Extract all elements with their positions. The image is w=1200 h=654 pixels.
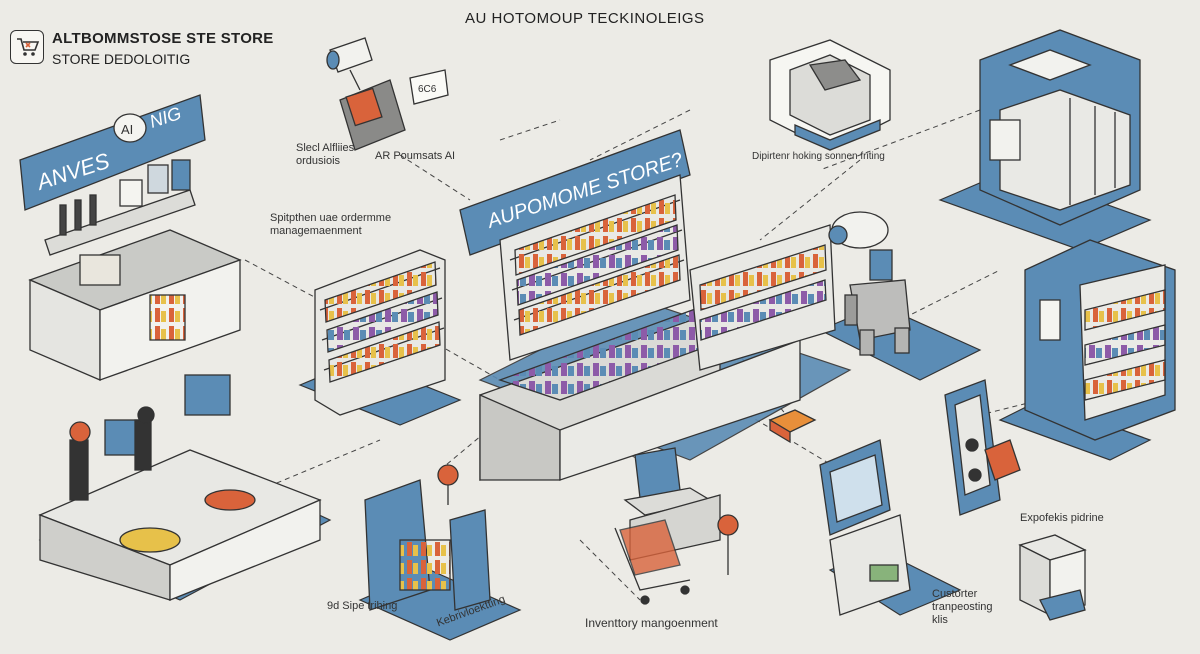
security-camera-icon bbox=[326, 37, 449, 151]
vending-machine-icon bbox=[1024, 239, 1176, 441]
robot-printer bbox=[769, 39, 891, 151]
robot-icon bbox=[828, 211, 911, 356]
camera-display: 6C6 bbox=[418, 84, 437, 95]
expressing-pickup-label: Expofekis pidrine bbox=[1020, 512, 1104, 524]
ar-products-label: AR Poumsats AI bbox=[375, 150, 456, 162]
shelf-management-label: Spitpthen uae ordermme managemaenment bbox=[270, 212, 392, 237]
left-sign-ai: AI bbox=[121, 122, 133, 137]
brand-title: ALTBOMMSTOSE STE STORE bbox=[52, 30, 274, 47]
left-shelf bbox=[314, 249, 446, 416]
package-icon bbox=[768, 409, 817, 444]
center-shelving bbox=[459, 129, 836, 481]
ai-counter bbox=[19, 94, 242, 381]
smart-shelves-label: Slecl Alfliies ordusiois bbox=[296, 142, 355, 167]
right-machine bbox=[979, 29, 1141, 226]
brand-block: ALTBOMMSTOSE STE STORE STORE DEDOLOITIG bbox=[10, 30, 274, 67]
inventory-label: Inventtory mangoenment bbox=[585, 616, 718, 630]
workstation-left bbox=[38, 374, 322, 601]
cart-icon bbox=[10, 30, 44, 64]
pickup-bins-label: 9d Sipe trihing bbox=[327, 600, 398, 612]
brand-subtitle: STORE DEDOLOITIG bbox=[52, 51, 191, 67]
kiosk-icon bbox=[819, 439, 911, 616]
shopping-cart-icon bbox=[614, 514, 739, 605]
printer-machine bbox=[1018, 534, 1087, 621]
dispatch-tracking-label: Dipirtenr hoking sonnen friting bbox=[752, 151, 885, 162]
self-checkout-machine bbox=[364, 464, 491, 611]
customer-kiosk-label: Custorter tranpeosting klis bbox=[932, 588, 993, 626]
page-title: AU HOTOMOUP TECKINOLEIGS bbox=[465, 10, 705, 27]
pickup-tower bbox=[944, 379, 1021, 516]
